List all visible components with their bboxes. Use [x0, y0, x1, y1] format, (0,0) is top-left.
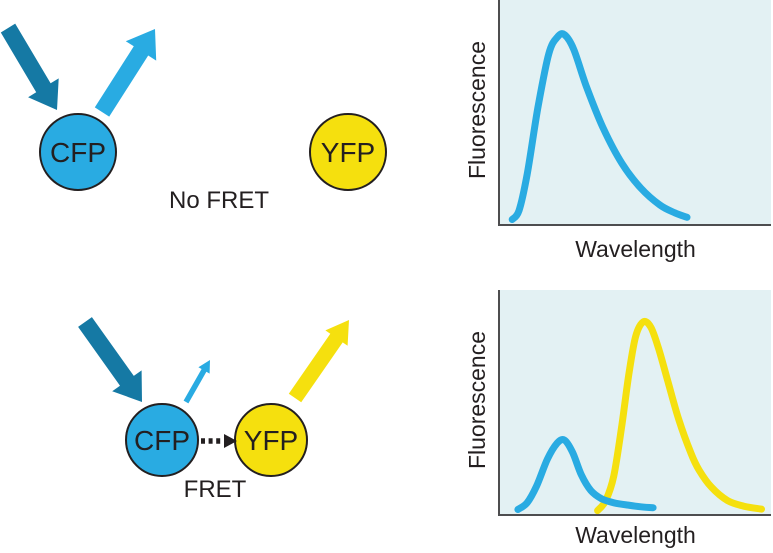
cfp-circle	[39, 113, 117, 191]
energy-transfer-arrow-icon	[201, 434, 237, 448]
x-axis-label: Wavelength	[575, 236, 696, 262]
yfp-emission-arrow-icon	[288, 320, 349, 403]
y-axis-label: Fluorescence	[464, 330, 490, 470]
fret-caption: FRET	[184, 476, 247, 503]
yfp-circle	[309, 113, 387, 191]
spectrum-fret-svg	[514, 318, 765, 514]
spectrum-curve	[594, 318, 765, 514]
cfp-label: CFP	[50, 137, 106, 168]
spectrum-curve	[508, 30, 691, 223]
panel-no-fret: CFP YFP No FRET	[0, 23, 387, 214]
yfp-label: YFP	[244, 425, 298, 456]
x-axis-label: Wavelength	[575, 522, 696, 548]
spectrum-no-fret-svg	[508, 30, 691, 223]
excitation-arrow-icon	[0, 23, 59, 111]
fret-diagram-svg: CFP YFP No FRET CFP YFP FRET	[0, 23, 387, 503]
yfp-label: YFP	[321, 137, 375, 168]
spectrum-curve	[514, 436, 657, 513]
plot-area	[498, 0, 771, 226]
cfp-circle	[125, 403, 199, 477]
y-axis-label: Fluorescence	[464, 40, 490, 180]
cfp-emission-arrow-icon	[94, 29, 157, 117]
cfp-weak-emission-arrow-icon	[183, 360, 210, 404]
excitation-arrow-icon	[78, 317, 142, 402]
cfp-label: CFP	[134, 425, 190, 456]
plot-area	[498, 290, 771, 516]
no-fret-caption: No FRET	[169, 187, 269, 214]
panel-fret: CFP YFP FRET	[78, 317, 349, 503]
